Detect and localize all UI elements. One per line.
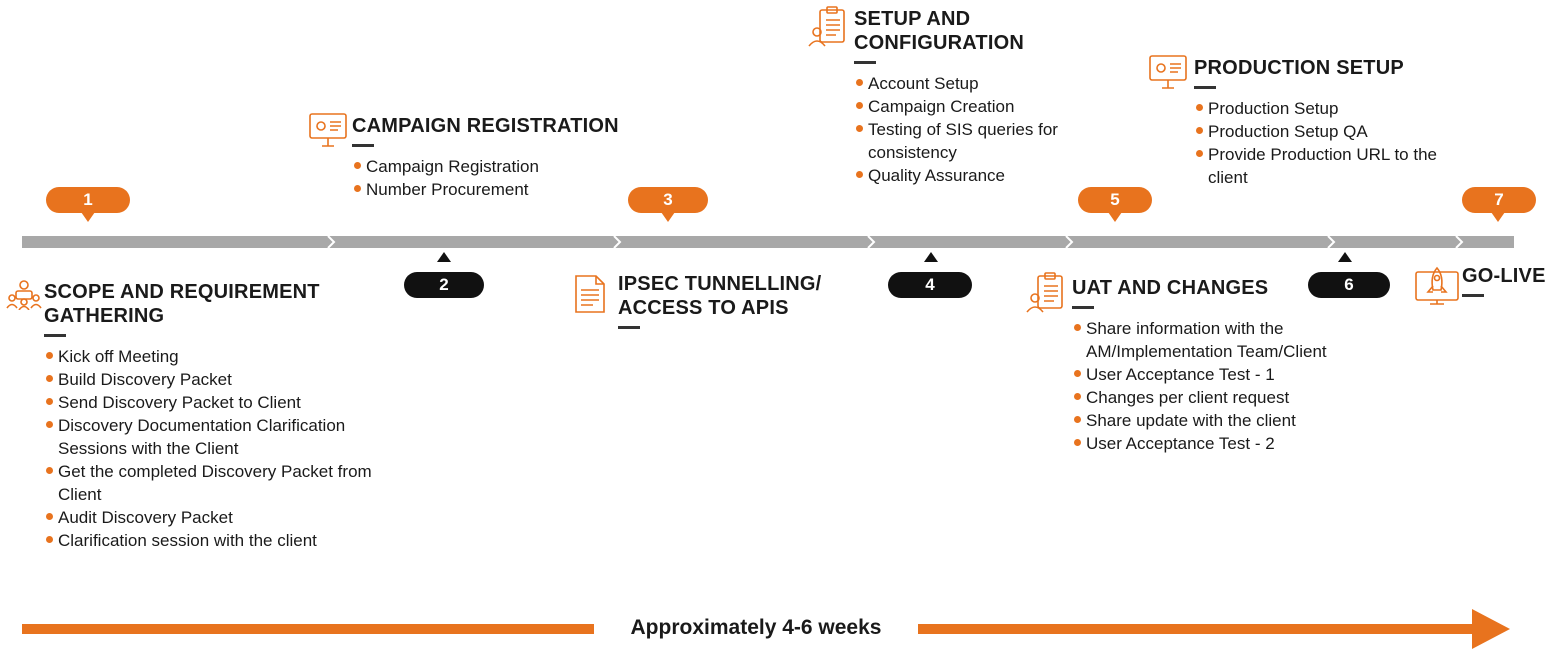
marker-pointer bbox=[81, 212, 95, 222]
phase-title: IPSEC TUNNELLING/ ACCESS TO APIS bbox=[618, 273, 822, 319]
marker-pointer bbox=[1108, 212, 1122, 222]
duration-bar-right bbox=[918, 624, 1474, 634]
timeline-separators bbox=[327, 236, 1464, 248]
duration-arrow-head bbox=[1472, 609, 1510, 649]
title-underline bbox=[352, 144, 374, 147]
step-marker-4: 4 bbox=[888, 272, 972, 298]
marker-pointer bbox=[437, 252, 451, 262]
clipboard-user-icon bbox=[808, 6, 845, 47]
list-item: Clarification session with the client bbox=[44, 529, 374, 552]
monitor-settings-icon bbox=[1149, 55, 1187, 89]
step-marker-5: 5 bbox=[1078, 187, 1152, 213]
phase-go-live: GO-LIVE bbox=[1462, 264, 1562, 297]
phase-setup-configuration: SETUP AND CONFIGURATION Account Setup Ca… bbox=[854, 7, 1114, 187]
list-item: Number Procurement bbox=[352, 178, 672, 201]
monitor-settings-icon bbox=[309, 113, 347, 147]
list-item: Discovery Documentation Clarification Se… bbox=[44, 414, 374, 460]
phase-scope-requirements: SCOPE AND REQUIREMENT GATHERING Kick off… bbox=[44, 280, 424, 552]
phase-uat-changes: UAT AND CHANGES Share information with t… bbox=[1072, 276, 1382, 455]
list-item: Testing of SIS queries for consistency bbox=[854, 118, 1094, 164]
step-marker-3: 3 bbox=[628, 187, 708, 213]
list-item: User Acceptance Test - 1 bbox=[1072, 363, 1372, 386]
list-item: User Acceptance Test - 2 bbox=[1072, 432, 1372, 455]
list-item: Campaign Registration bbox=[352, 155, 672, 178]
step-marker-6: 6 bbox=[1308, 272, 1390, 298]
phase-title: PRODUCTION SETUP bbox=[1194, 57, 1404, 79]
list-item: Build Discovery Packet bbox=[44, 368, 374, 391]
list-item: Get the completed Discovery Packet from … bbox=[44, 460, 374, 506]
rocket-launch-icon bbox=[1415, 266, 1459, 305]
duration-label: Approximately 4-6 weeks bbox=[630, 616, 882, 639]
list-item: Share information with the AM/Implementa… bbox=[1072, 317, 1372, 363]
title-underline bbox=[44, 334, 66, 337]
marker-pointer bbox=[1338, 252, 1352, 262]
timeline-bar bbox=[22, 236, 1514, 248]
list-item: Quality Assurance bbox=[854, 164, 1094, 187]
title-underline bbox=[1194, 86, 1216, 89]
list-item: Audit Discovery Packet bbox=[44, 506, 374, 529]
step-marker-7: 7 bbox=[1462, 187, 1536, 213]
phase-title: UAT AND CHANGES bbox=[1072, 277, 1269, 299]
phase-campaign-registration: CAMPAIGN REGISTRATION Campaign Registrat… bbox=[352, 114, 672, 201]
clipboard-user-icon bbox=[1026, 272, 1063, 313]
document-icon bbox=[575, 275, 605, 313]
list-item: Account Setup bbox=[854, 72, 1094, 95]
list-item: Production Setup bbox=[1194, 97, 1444, 120]
list-item: Kick off Meeting bbox=[44, 345, 374, 368]
list-item: Send Discovery Packet to Client bbox=[44, 391, 374, 414]
phase-title: GO-LIVE bbox=[1462, 265, 1546, 287]
title-underline bbox=[1072, 306, 1094, 309]
phase-title: SCOPE AND REQUIREMENT GATHERING bbox=[44, 281, 320, 327]
title-underline bbox=[854, 61, 876, 64]
marker-pointer bbox=[924, 252, 938, 262]
phase-title: CAMPAIGN REGISTRATION bbox=[352, 115, 619, 137]
duration-bar-left bbox=[22, 624, 594, 634]
step-marker-1: 1 bbox=[46, 187, 130, 213]
list-item: Share update with the client bbox=[1072, 409, 1372, 432]
list-item: Production Setup QA bbox=[1194, 120, 1444, 143]
marker-pointer bbox=[1491, 212, 1505, 222]
list-item: Changes per client request bbox=[1072, 386, 1372, 409]
phase-production-setup: PRODUCTION SETUP Production Setup Produc… bbox=[1194, 56, 1454, 189]
list-item: Provide Production URL to the client bbox=[1194, 143, 1444, 189]
title-underline bbox=[618, 326, 640, 329]
marker-pointer bbox=[661, 212, 675, 222]
step-marker-2: 2 bbox=[404, 272, 484, 298]
phase-title: SETUP AND CONFIGURATION bbox=[854, 8, 1024, 54]
team-meeting-icon bbox=[6, 280, 42, 310]
list-item: Campaign Creation bbox=[854, 95, 1094, 118]
title-underline bbox=[1462, 294, 1484, 297]
phase-ipsec-tunnelling: IPSEC TUNNELLING/ ACCESS TO APIS bbox=[618, 272, 878, 329]
